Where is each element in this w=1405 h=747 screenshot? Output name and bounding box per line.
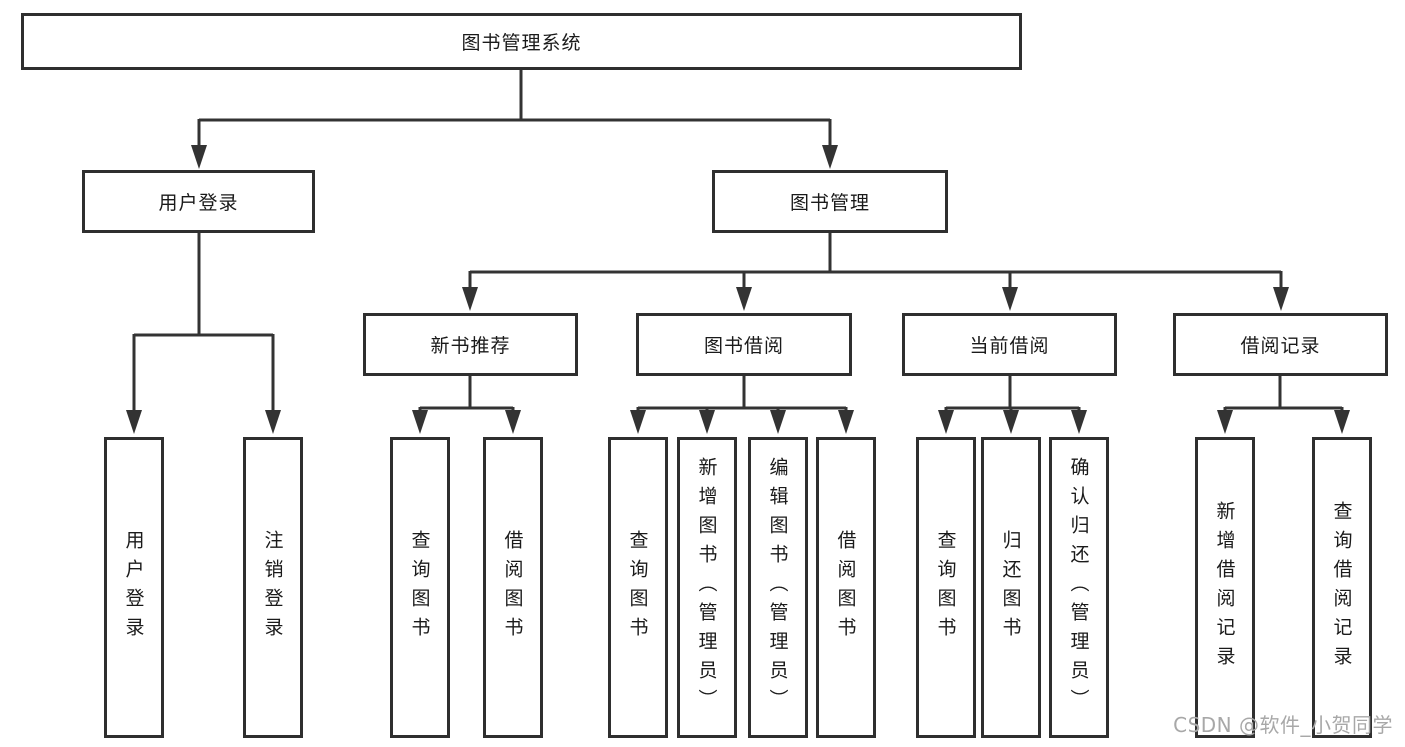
leaf-borrow-edit-books-admin: 编辑图书（管理员） bbox=[748, 437, 808, 738]
node-root: 图书管理系统 bbox=[21, 13, 1022, 70]
csdn-watermark: CSDN @软件_小贺同学 bbox=[1173, 713, 1393, 737]
leaf-user-login-label: 用户登录 bbox=[122, 529, 145, 646]
leaf-records-query-record: 查询借阅记录 bbox=[1312, 437, 1372, 738]
leaf-borrow-borrow-books-label: 借阅图书 bbox=[834, 529, 857, 646]
arrowheads bbox=[126, 145, 1350, 434]
node-user-login: 用户登录 bbox=[82, 170, 315, 233]
node-new-book-recommend: 新书推荐 bbox=[363, 313, 578, 376]
leaf-current-query-books-label: 查询图书 bbox=[934, 529, 957, 646]
leaf-borrow-borrow-books: 借阅图书 bbox=[816, 437, 876, 738]
node-book-borrow-label: 图书借阅 bbox=[703, 335, 784, 357]
node-current-borrow-label: 当前借阅 bbox=[969, 335, 1050, 357]
node-book-management: 图书管理 bbox=[712, 170, 948, 233]
node-book-management-label: 图书管理 bbox=[789, 192, 870, 214]
leaf-borrow-add-books-admin: 新增图书（管理员） bbox=[677, 437, 737, 738]
leaf-current-confirm-return-admin: 确认归还（管理员） bbox=[1049, 437, 1109, 738]
leaf-logout: 注销登录 bbox=[243, 437, 303, 738]
leaf-current-return-books-label: 归还图书 bbox=[999, 529, 1022, 646]
node-root-label: 图书管理系统 bbox=[461, 32, 582, 54]
leaf-borrow-query-books-label: 查询图书 bbox=[626, 529, 649, 646]
leaf-borrow-edit-books-admin-label: 编辑图书（管理员） bbox=[766, 457, 789, 718]
node-user-login-label: 用户登录 bbox=[158, 192, 239, 214]
leaf-user-login: 用户登录 bbox=[104, 437, 164, 738]
leaf-current-query-books: 查询图书 bbox=[916, 437, 976, 738]
leaf-logout-label: 注销登录 bbox=[261, 529, 284, 646]
node-borrow-records-label: 借阅记录 bbox=[1240, 335, 1321, 357]
leaf-records-query-record-label: 查询借阅记录 bbox=[1330, 500, 1353, 675]
leaf-recommend-borrow-books: 借阅图书 bbox=[483, 437, 543, 738]
node-borrow-records: 借阅记录 bbox=[1173, 313, 1388, 376]
leaf-records-add-record-label: 新增借阅记录 bbox=[1213, 500, 1236, 675]
node-current-borrow: 当前借阅 bbox=[902, 313, 1117, 376]
leaf-recommend-borrow-books-label: 借阅图书 bbox=[501, 529, 524, 646]
leaf-borrow-add-books-admin-label: 新增图书（管理员） bbox=[695, 457, 718, 718]
leaf-recommend-query-books-label: 查询图书 bbox=[408, 529, 431, 646]
node-new-book-recommend-label: 新书推荐 bbox=[430, 335, 511, 357]
leaf-recommend-query-books: 查询图书 bbox=[390, 437, 450, 738]
leaf-records-add-record: 新增借阅记录 bbox=[1195, 437, 1255, 738]
node-book-borrow: 图书借阅 bbox=[636, 313, 852, 376]
leaf-current-confirm-return-admin-label: 确认归还（管理员） bbox=[1067, 457, 1090, 718]
leaf-borrow-query-books: 查询图书 bbox=[608, 437, 668, 738]
leaf-current-return-books: 归还图书 bbox=[981, 437, 1041, 738]
